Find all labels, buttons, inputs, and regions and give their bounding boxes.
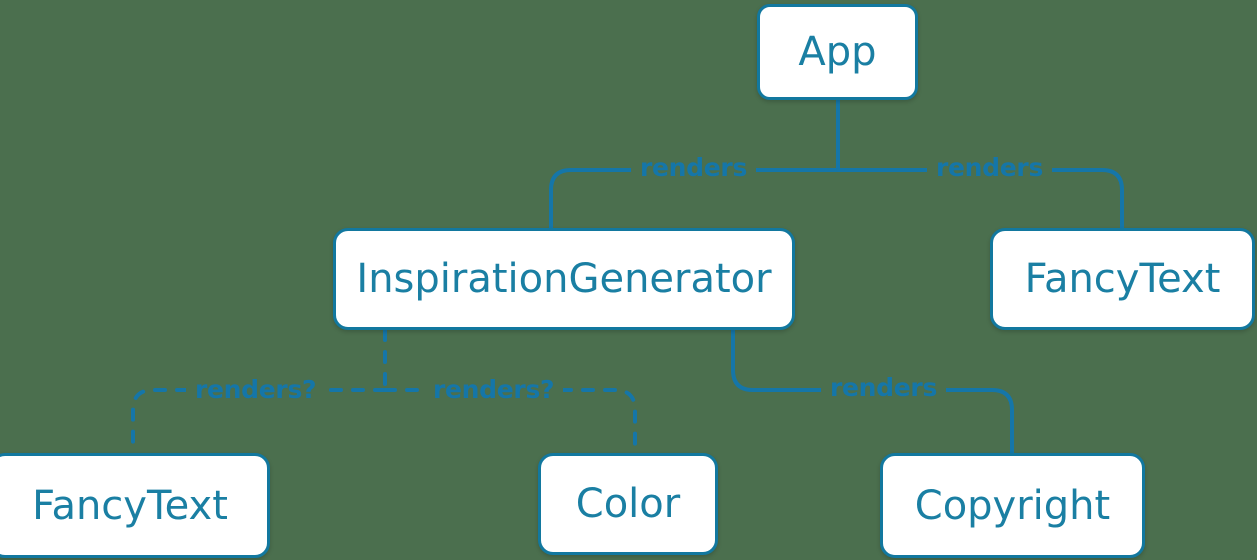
node-app-label: App xyxy=(798,29,877,75)
edge-label-app-to-fancytext-top: renders xyxy=(927,155,1053,180)
edge-label-inspirationgenerator-to-fancytext-bottom: renders? xyxy=(186,377,326,402)
edge-app-to-fancytext-top xyxy=(836,168,1124,230)
edge-inspirationgenerator-to-fancytext-bottom xyxy=(131,388,387,455)
node-fancytext-bottom-label: FancyText xyxy=(32,482,228,529)
node-color-label: Color xyxy=(575,481,681,527)
node-app[interactable]: App xyxy=(757,4,918,100)
node-copyright-label: Copyright xyxy=(914,482,1111,529)
node-fancytext-bottom[interactable]: FancyText xyxy=(0,453,270,558)
edge-label-app-to-inspirationgenerator: renders xyxy=(631,155,757,180)
edge-label-inspirationgenerator-to-copyright: renders xyxy=(821,375,947,400)
node-copyright[interactable]: Copyright xyxy=(880,453,1145,558)
node-inspirationgenerator-label: InspirationGenerator xyxy=(356,256,772,302)
node-fancytext-top-label: FancyText xyxy=(1024,256,1221,302)
node-fancytext-top[interactable]: FancyText xyxy=(990,228,1255,330)
edge-label-inspirationgenerator-to-color: renders? xyxy=(424,377,564,402)
edge-app-to-inspirationgenerator xyxy=(549,168,840,230)
node-inspirationgenerator[interactable]: InspirationGenerator xyxy=(333,228,795,330)
node-color[interactable]: Color xyxy=(538,453,718,555)
edge-inspirationgenerator-to-color xyxy=(383,388,637,455)
